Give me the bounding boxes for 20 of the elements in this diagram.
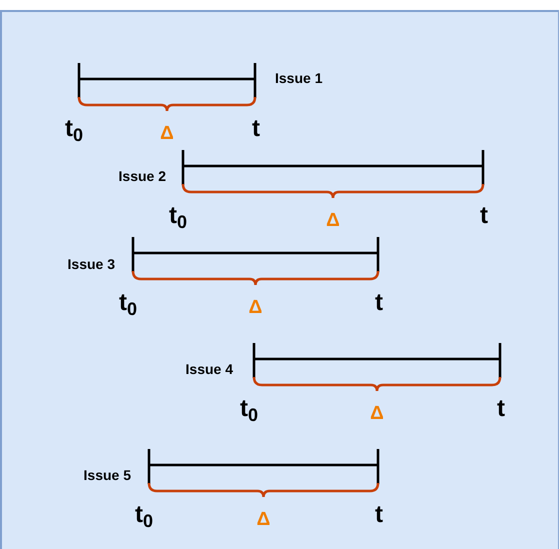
issue-label: Issue 5: [84, 468, 131, 482]
issue-label: Issue 4: [186, 362, 233, 376]
delta-label: Δ: [256, 510, 270, 529]
end-time-label: t: [497, 397, 505, 421]
issue-label: Issue 1: [275, 71, 322, 85]
start-time-label: t$_{0}$: [240, 397, 258, 421]
issue-label: Issue 3: [68, 257, 115, 271]
start-time-label: t$_{0}$: [135, 503, 154, 527]
delta-label: Δ: [160, 124, 174, 143]
end-time-label: t: [252, 117, 260, 141]
issue-label: Issue 2: [118, 169, 166, 183]
start-time-label: t$_{0}$: [169, 204, 188, 228]
start-time-label: t$_{0}$: [65, 117, 84, 141]
start-time-label: t$_{0}$: [119, 291, 138, 315]
delta-label: Δ: [370, 404, 384, 423]
delta-label: Δ: [326, 211, 340, 230]
end-time-label: t: [375, 503, 383, 527]
delta-label: Δ: [248, 298, 262, 317]
end-time-label: t: [480, 204, 488, 228]
end-time-label: t: [375, 291, 383, 315]
